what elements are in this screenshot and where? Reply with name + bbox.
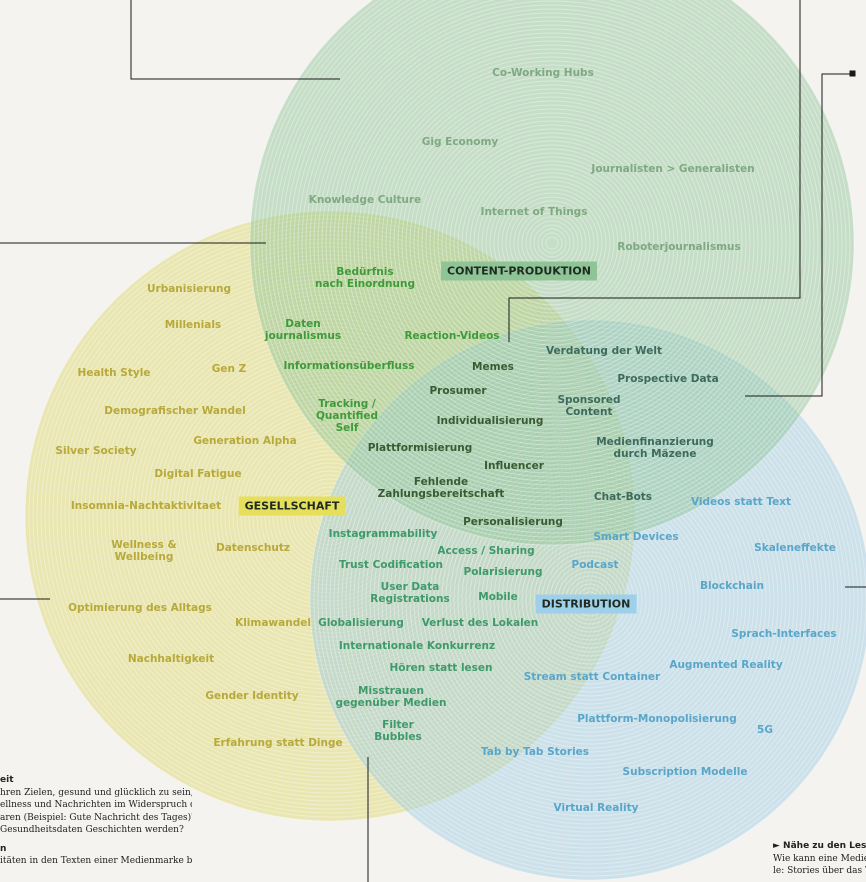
trend-label-gesellschaft-only-10: Datenschutz xyxy=(216,542,290,554)
trend-label-distribution-only-8: Plattform-Monopolisierung xyxy=(577,713,737,725)
trend-label-content-gesellschaft-2: Reaction-Videos xyxy=(404,330,500,342)
note-right-line-2: le: Stories über das Tea xyxy=(773,866,866,876)
trend-label-gesellschaft-distribution-0: Instagrammability xyxy=(328,528,438,540)
trend-label-distribution-only-1: Smart Devices xyxy=(593,531,679,543)
note-right: ► Nähe zu den Lesend Wie kann eine Medie… xyxy=(773,840,866,878)
trend-label-gesellschaft-only-5: Silver Society xyxy=(55,445,137,457)
trend-label-content-only-3: Knowledge Culture xyxy=(308,194,422,206)
trend-label-gesellschaft-distribution-3: Polarisierung xyxy=(463,566,543,578)
trend-label-content-gesellschaft-3: Informationsüberfluss xyxy=(283,360,415,372)
note-left-heading: eit xyxy=(0,775,14,785)
trend-label-distribution-only-11: Subscription Modelle xyxy=(622,766,748,778)
trend-label-distribution-only-6: Augmented Reality xyxy=(669,659,783,671)
note-left-heading-2: n xyxy=(0,843,7,854)
trend-label-gesellschaft-only-9: Wellness &Wellbeing xyxy=(111,539,177,563)
trend-label-gesellschaft-only-12: Klimawandel xyxy=(235,617,311,629)
trend-label-distribution-only-5: Sprach-Interfaces xyxy=(731,628,837,640)
trend-label-all-three-4: Influencer xyxy=(484,460,544,472)
trend-label-content-only-0: Co-Working Hubs xyxy=(492,67,594,79)
connector-line-top-left xyxy=(130,0,340,80)
trend-label-gesellschaft-only-7: Digital Fatigue xyxy=(154,468,242,480)
note-left-line-4: Gesundheitsdaten Geschichten werden? xyxy=(0,825,184,835)
trend-label-all-three-2: Individualisierung xyxy=(436,415,544,427)
trend-label-content-only-5: Roboterjournalismus xyxy=(617,241,741,253)
note-left-line-2: ellness und Nachrichten im Widerspruch o… xyxy=(0,800,192,810)
trend-label-all-three-6: Personalisierung xyxy=(463,516,563,528)
trend-label-gesellschaft-distribution-8: Internationale Konkurrenz xyxy=(338,640,496,652)
trend-label-content-distribution-1: Prospective Data xyxy=(617,373,719,385)
circle-gesellschaft xyxy=(24,210,636,822)
trend-label-gesellschaft-distribution-9: Hören statt lesen xyxy=(389,662,493,674)
trend-label-gesellschaft-only-8: Insomnia-Nachtaktivitaet xyxy=(70,500,222,512)
trend-label-distribution-only-0: Videos statt Text xyxy=(690,496,792,508)
trend-label-content-distribution-4: Chat-Bots xyxy=(593,491,653,503)
set-label-gesellschaft: GESELLSCHAFT xyxy=(238,496,346,516)
trend-label-distribution-only-2: Skaleneffekte xyxy=(754,542,836,554)
trend-label-distribution-only-12: Virtual Reality xyxy=(553,802,639,814)
trend-label-all-three-3: Plattformisierung xyxy=(367,442,473,454)
connector-line-right-upper xyxy=(745,73,852,397)
trend-label-gesellschaft-distribution-6: Globalisierung xyxy=(318,617,404,629)
set-label-distribution: DISTRIBUTION xyxy=(535,594,637,614)
note-left: eit hren Zielen, gesund und glücklich zu… xyxy=(0,774,192,868)
trend-label-gesellschaft-only-4: Demografischer Wandel xyxy=(104,405,246,417)
trend-label-gesellschaft-only-14: Gender Identity xyxy=(205,690,299,702)
note-left-line-5: itäten in den Texten einer Medienmarke b… xyxy=(0,856,192,866)
note-left-line-1: hren Zielen, gesund und glücklich zu sei… xyxy=(0,787,192,798)
trend-label-gesellschaft-distribution-2: Trust Codification xyxy=(338,559,444,571)
trend-label-gesellschaft-only-11: Optimierung des Alltags xyxy=(68,602,212,614)
trend-label-content-only-2: Journalisten > Generalisten xyxy=(591,163,755,175)
note-right-heading: ► Nähe zu den Lesend xyxy=(773,841,866,851)
connector-line-center xyxy=(508,0,801,342)
trend-label-gesellschaft-only-0: Urbanisierung xyxy=(147,283,231,295)
trend-label-gesellschaft-only-6: Generation Alpha xyxy=(193,435,297,447)
set-label-content-produktion: CONTENT-PRODUKTION xyxy=(441,261,597,281)
trend-label-gesellschaft-only-2: Health Style xyxy=(77,367,151,379)
trend-label-gesellschaft-only-1: Millenials xyxy=(164,319,222,331)
trend-label-all-three-0: Memes xyxy=(472,361,514,373)
trend-label-distribution-only-7: Stream statt Container xyxy=(523,671,661,683)
trend-label-distribution-only-3: Podcast xyxy=(571,559,619,571)
trend-label-gesellschaft-only-15: Erfahrung statt Dinge xyxy=(213,737,343,749)
trend-label-distribution-only-9: 5G xyxy=(757,724,773,736)
trend-label-distribution-only-4: Blockchain xyxy=(700,580,764,592)
trend-label-content-distribution-0: Verdatung der Welt xyxy=(545,345,663,357)
trend-label-content-only-1: Gig Economy xyxy=(421,136,499,148)
trend-label-distribution-only-10: Tab by Tab Stories xyxy=(480,746,590,758)
note-right-line-1: Wie kann eine Medien xyxy=(773,853,866,864)
note-left-line-3: aren (Beispiel: Gute Nachricht des Tages… xyxy=(0,812,192,823)
trend-label-gesellschaft-only-3: Gen Z xyxy=(211,363,247,375)
connector-end-marker xyxy=(849,70,856,77)
trend-label-all-three-1: Prosumer xyxy=(429,385,487,397)
trend-label-gesellschaft-distribution-5: Mobile xyxy=(478,591,518,603)
trend-label-content-only-4: Internet of Things xyxy=(480,206,588,218)
trend-label-gesellschaft-distribution-7: Verlust des Lokalen xyxy=(421,617,539,629)
trend-label-gesellschaft-distribution-1: Access / Sharing xyxy=(437,545,535,557)
trend-label-gesellschaft-only-13: Nachhaltigkeit xyxy=(127,653,215,665)
